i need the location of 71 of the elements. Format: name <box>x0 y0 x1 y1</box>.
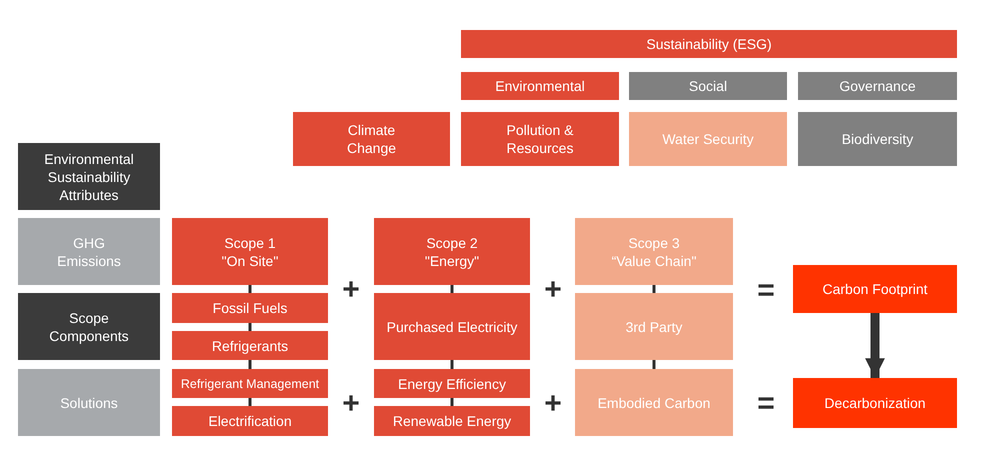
box-label: Solutions <box>60 394 118 412</box>
operator-sign: + <box>543 275 563 305</box>
box-label: Embodied Carbon <box>598 394 710 412</box>
connector-line <box>248 285 252 293</box>
box-label: Scope 1 <box>224 234 276 252</box>
operator-sign: + <box>543 389 563 419</box>
box-label: Scope 3 <box>628 234 680 252</box>
box-label: Environmental Sustainability Attributes <box>43 150 135 204</box>
operator-sign: + <box>341 389 361 419</box>
scope-box <box>374 218 530 285</box>
box-label: Purchased Electricity <box>386 318 518 336</box>
box-label: Refrigerant Management <box>180 376 320 392</box>
solution-box <box>374 369 530 398</box>
box-label: Biodiversity <box>842 130 914 148</box>
component-box <box>575 293 733 360</box>
topic-box <box>798 112 957 166</box>
box-label: Energy Efficiency <box>398 374 506 392</box>
connector-line <box>248 398 252 406</box>
box-label: Water Security <box>662 130 754 148</box>
connector-line <box>652 285 656 293</box>
box-label: Electrification <box>208 412 292 430</box>
box-label: "Energy" <box>424 252 480 270</box>
solution-box <box>172 406 328 436</box>
solution-box <box>172 369 328 398</box>
box-label: GHG Emissions <box>57 234 121 270</box>
topic-box <box>461 112 619 166</box>
box-label: Social <box>688 77 728 95</box>
scope-box <box>575 218 733 285</box>
connector-line <box>450 285 454 293</box>
box-label: “Value Chain" <box>612 252 696 270</box>
box-label: Governance <box>839 77 916 95</box>
connector-line <box>450 360 454 369</box>
box-label: Climate Change <box>346 121 398 157</box>
component-box <box>172 331 328 360</box>
row-header-box <box>18 369 160 436</box>
connector-line <box>248 360 252 369</box>
box-label: Sustainability (ESG) <box>646 35 772 53</box>
result-box <box>793 265 957 313</box>
arrow <box>865 313 885 378</box>
operator-sign: = <box>756 276 776 306</box>
pillar-box <box>798 72 957 100</box>
component-box <box>374 293 530 360</box>
connector-line <box>450 398 454 406</box>
solution-box <box>575 369 733 436</box>
box-label: "On Site" <box>222 252 278 270</box>
box-label: Renewable Energy <box>392 412 512 430</box>
topic-box <box>293 112 450 166</box>
box-label: Carbon Footprint <box>822 280 928 298</box>
row-header-box <box>18 293 160 360</box>
result-box <box>793 378 957 428</box>
box-label: Pollution & Resources <box>506 121 574 157</box>
row-header-box <box>18 143 160 210</box>
box-label: Refrigerants <box>212 336 288 354</box>
row-header-box <box>18 218 160 285</box>
box-label: Decarbonization <box>824 394 926 412</box>
pillar-box <box>461 72 619 100</box>
header-bar <box>461 30 957 58</box>
box-label: Scope Components <box>48 308 130 344</box>
pillar-box <box>629 72 787 100</box>
scope-box <box>172 218 328 285</box>
topic-box <box>629 112 787 166</box>
box-label: Fossil Fuels <box>212 299 288 317</box>
connector-line <box>652 360 656 369</box>
box-label: Environmental <box>495 77 585 95</box>
connector-line <box>248 323 252 331</box>
box-label: Scope 2 <box>426 234 478 252</box>
component-box <box>172 293 328 323</box>
operator-sign: = <box>756 389 776 419</box>
solution-box <box>374 406 530 436</box>
box-label: 3rd Party <box>626 318 682 336</box>
operator-sign: + <box>341 275 361 305</box>
